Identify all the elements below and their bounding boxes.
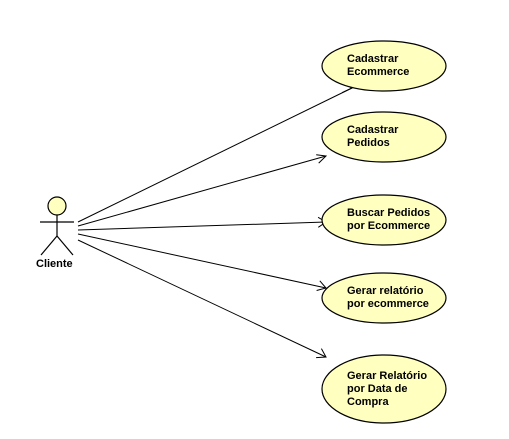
use-case-label-3: Buscar Pedidos por Ecommerce bbox=[347, 207, 431, 232]
actor-right-leg bbox=[56, 235, 74, 256]
actor-left-leg bbox=[40, 235, 58, 256]
use-case-ellipse-3 bbox=[321, 194, 447, 246]
actor-head bbox=[47, 196, 67, 216]
association-1 bbox=[77, 87, 353, 223]
association-3 bbox=[77, 221, 327, 231]
use-case-ellipse-1 bbox=[321, 40, 447, 92]
actor-name: Cliente bbox=[36, 258, 73, 270]
use-case-ellipse-2 bbox=[321, 111, 447, 163]
association-5 bbox=[77, 239, 327, 358]
use-case-label-5: Gerar Relatório por Data de Compra bbox=[347, 370, 428, 408]
use-case-label-1: Cadastrar Ecommerce bbox=[347, 53, 410, 78]
use-cases bbox=[321, 40, 447, 424]
use-case-ellipse-5 bbox=[321, 354, 447, 424]
use-case-ellipse-4 bbox=[321, 272, 447, 324]
associations bbox=[77, 83, 354, 359]
association-2 bbox=[77, 155, 327, 227]
use-case-label-2: Cadastrar Pedidos bbox=[347, 124, 399, 149]
association-4 bbox=[77, 233, 327, 289]
association-5-arrow bbox=[316, 348, 327, 359]
use-case-label-4: Gerar relatório por ecommerce bbox=[347, 285, 429, 310]
actor-cliente bbox=[40, 196, 74, 256]
association-4-arrow bbox=[316, 280, 327, 291]
association-2-arrow bbox=[316, 154, 328, 164]
